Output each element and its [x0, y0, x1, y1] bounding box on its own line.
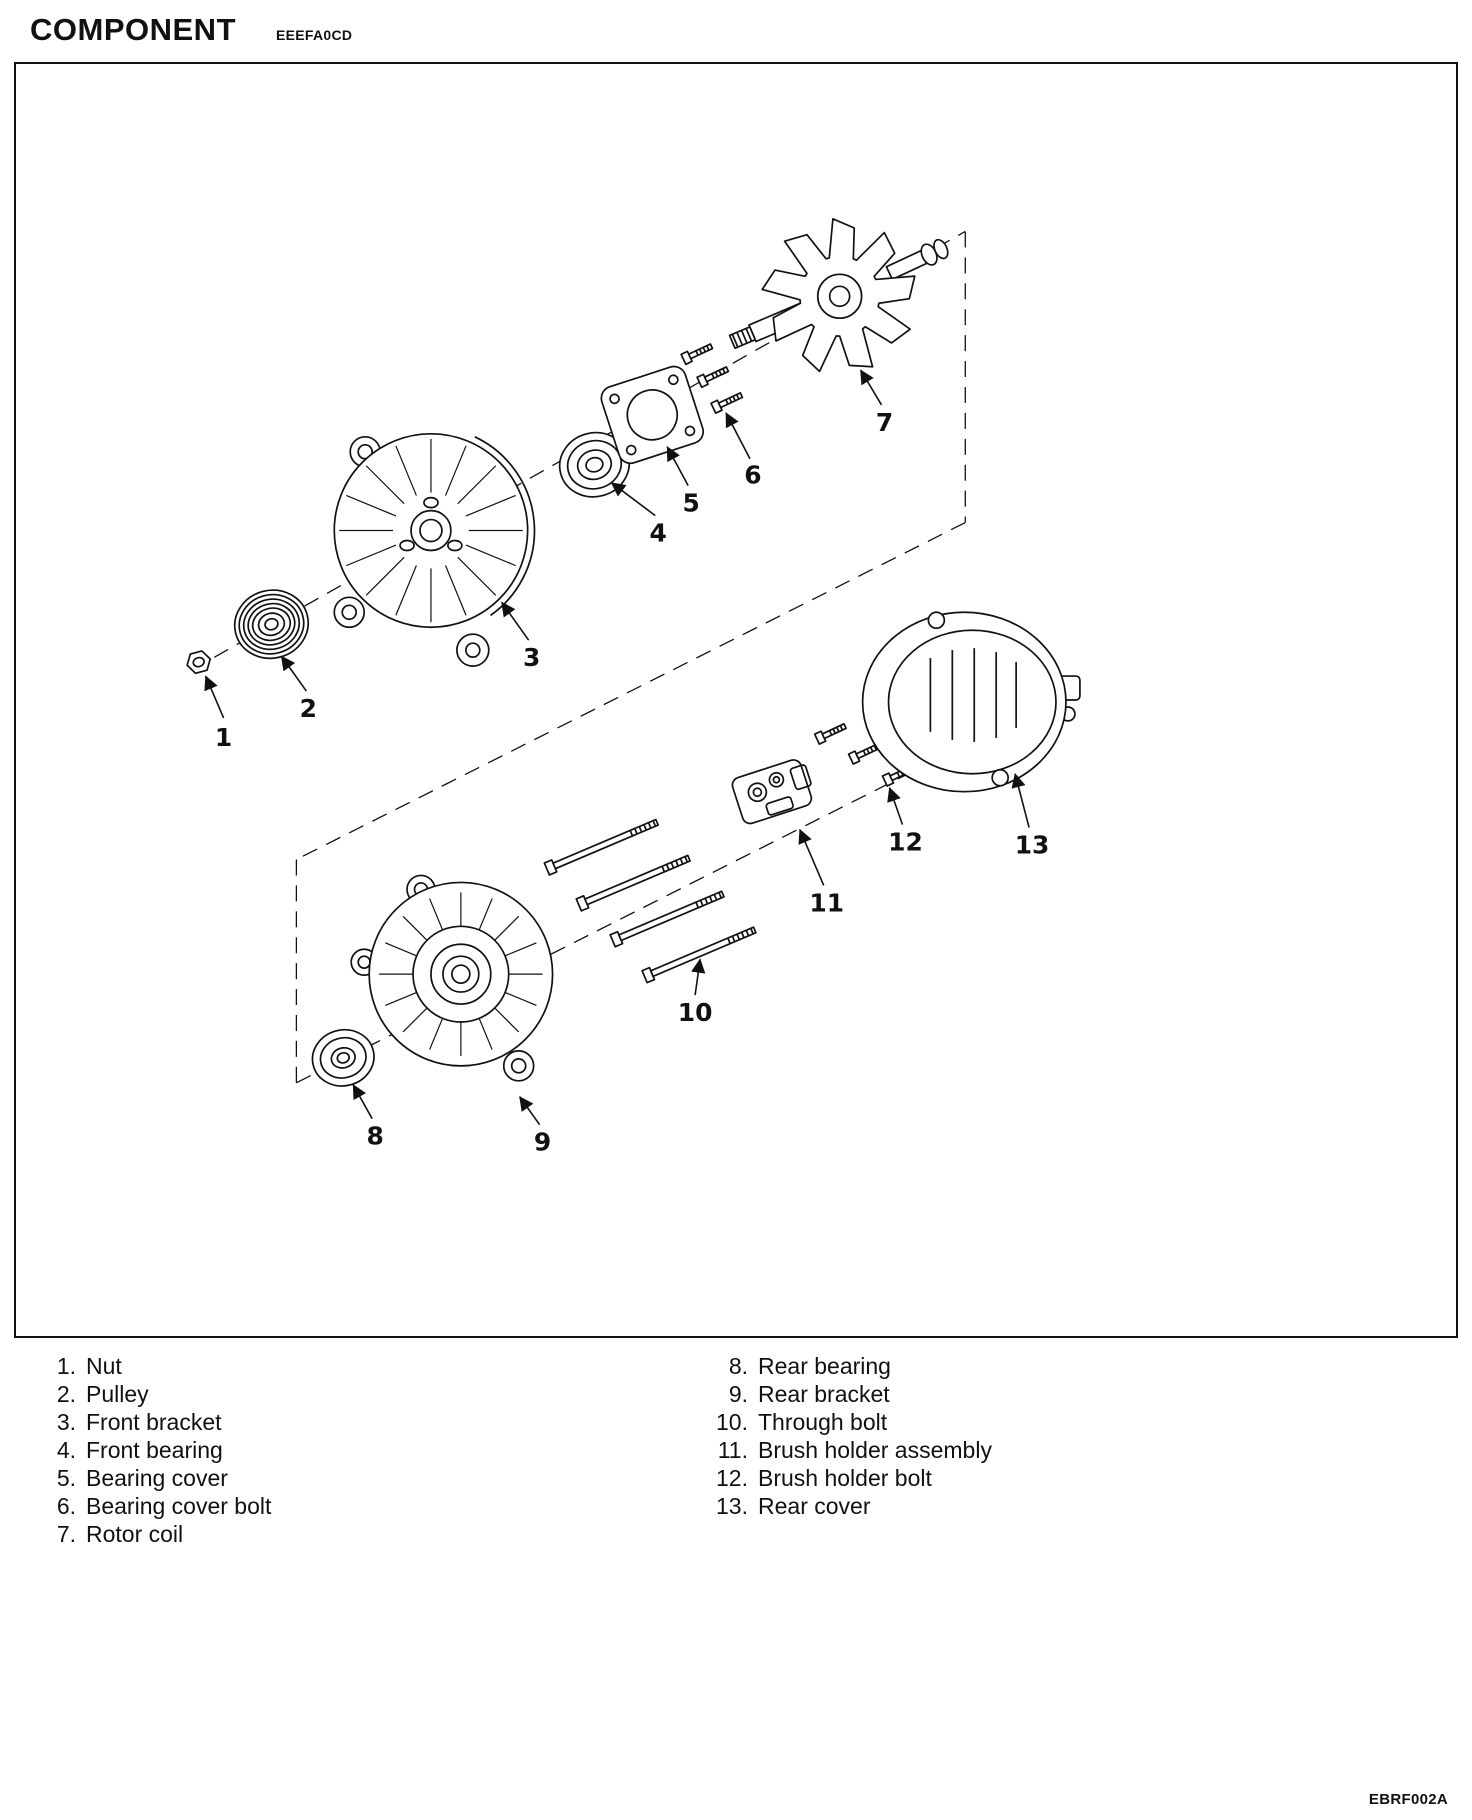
list-item: 2. Pulley: [28, 1380, 700, 1408]
parts-list-right: 8. Rear bearing 9. Rear bracket 10. Thro…: [700, 1352, 1472, 1548]
parts-list-left: 1. Nut 2. Pulley 3. Front bracket 4. Fro…: [0, 1352, 700, 1548]
part-label: Rear bearing: [758, 1353, 891, 1379]
part-number: 8.: [728, 1353, 748, 1379]
brush-holder-part: [731, 759, 813, 825]
rear-bearing-part: [311, 1028, 375, 1087]
callout-numbers: 1 2 3 4 5 6 7 8 9 10 11 12 13: [215, 408, 1049, 1157]
part-number: 13.: [716, 1493, 748, 1519]
figure-box: 1 2 3 4 5 6 7 8 9 10 11 12 13: [14, 62, 1458, 1338]
page-title: COMPONENT: [30, 12, 236, 47]
part-number: 1.: [56, 1353, 76, 1379]
part-number: 12.: [716, 1465, 748, 1491]
part-number: 9.: [728, 1381, 748, 1407]
section-code: EEEFA0CD: [276, 27, 353, 43]
page-header: COMPONENT EEEFA0CD: [30, 12, 352, 48]
callout-leaders: [204, 369, 1030, 1126]
callout-1: 1: [215, 723, 232, 752]
list-item: 3. Front bracket: [28, 1408, 700, 1436]
part-label: Rear cover: [758, 1493, 871, 1519]
nut-part: [186, 650, 212, 675]
part-label: Brush holder bolt: [758, 1465, 932, 1491]
part-label: Front bracket: [86, 1409, 222, 1435]
part-number: 7.: [56, 1521, 76, 1547]
callout-4: 4: [650, 518, 667, 547]
callout-11: 11: [809, 888, 844, 917]
part-number: 4.: [56, 1437, 76, 1463]
part-number: 3.: [56, 1409, 76, 1435]
callout-6: 6: [744, 461, 761, 490]
rear-cover-part: [861, 611, 1081, 793]
part-number: 2.: [56, 1381, 76, 1407]
callout-5: 5: [682, 489, 699, 518]
list-item: 6. Bearing cover bolt: [28, 1492, 700, 1520]
part-label: Rotor coil: [86, 1521, 184, 1547]
list-item: 11. Brush holder assembly: [700, 1436, 1472, 1464]
front-bracket-part: [333, 432, 536, 667]
part-number: 11.: [717, 1437, 748, 1463]
part-label: Bearing cover: [86, 1465, 228, 1491]
list-item: 5. Bearing cover: [28, 1464, 700, 1492]
part-label: Pulley: [86, 1381, 149, 1407]
list-item: 9. Rear bracket: [700, 1380, 1472, 1408]
list-item: 7. Rotor coil: [28, 1520, 700, 1548]
list-item: 4. Front bearing: [28, 1436, 700, 1464]
part-label: Front bearing: [86, 1437, 223, 1463]
callout-8: 8: [366, 1122, 383, 1151]
part-label: Brush holder assembly: [758, 1437, 992, 1463]
parts-list: 1. Nut 2. Pulley 3. Front bracket 4. Fro…: [0, 1352, 1472, 1548]
exploded-diagram: 1 2 3 4 5 6 7 8 9 10 11 12 13: [186, 217, 1081, 1157]
through-bolts: [543, 815, 759, 984]
part-label: Nut: [86, 1353, 122, 1379]
bearing-cover-part: [600, 365, 705, 465]
callout-13: 13: [1015, 831, 1050, 860]
callout-12: 12: [888, 828, 923, 857]
callout-9: 9: [534, 1128, 551, 1157]
list-item: 12. Brush holder bolt: [700, 1464, 1472, 1492]
part-label: Rear bracket: [758, 1381, 890, 1407]
callout-2: 2: [300, 694, 317, 723]
callout-7: 7: [876, 408, 893, 437]
part-label: Bearing cover bolt: [86, 1493, 272, 1519]
part-number: 5.: [56, 1465, 76, 1491]
rear-bracket-part: [350, 874, 554, 1082]
part-number: 6.: [56, 1493, 76, 1519]
list-item: 13. Rear cover: [700, 1492, 1472, 1520]
list-item: 8. Rear bearing: [700, 1352, 1472, 1380]
rotor-coil-part: [728, 217, 949, 373]
pulley-part: [233, 589, 310, 660]
callout-10: 10: [678, 998, 713, 1027]
list-item: 1. Nut: [28, 1352, 700, 1380]
figure-reference-code: EBRF002A: [1368, 1791, 1448, 1808]
part-number: 10.: [716, 1409, 748, 1435]
callout-3: 3: [523, 643, 540, 672]
part-label: Through bolt: [758, 1409, 888, 1435]
list-item: 10. Through bolt: [700, 1408, 1472, 1436]
